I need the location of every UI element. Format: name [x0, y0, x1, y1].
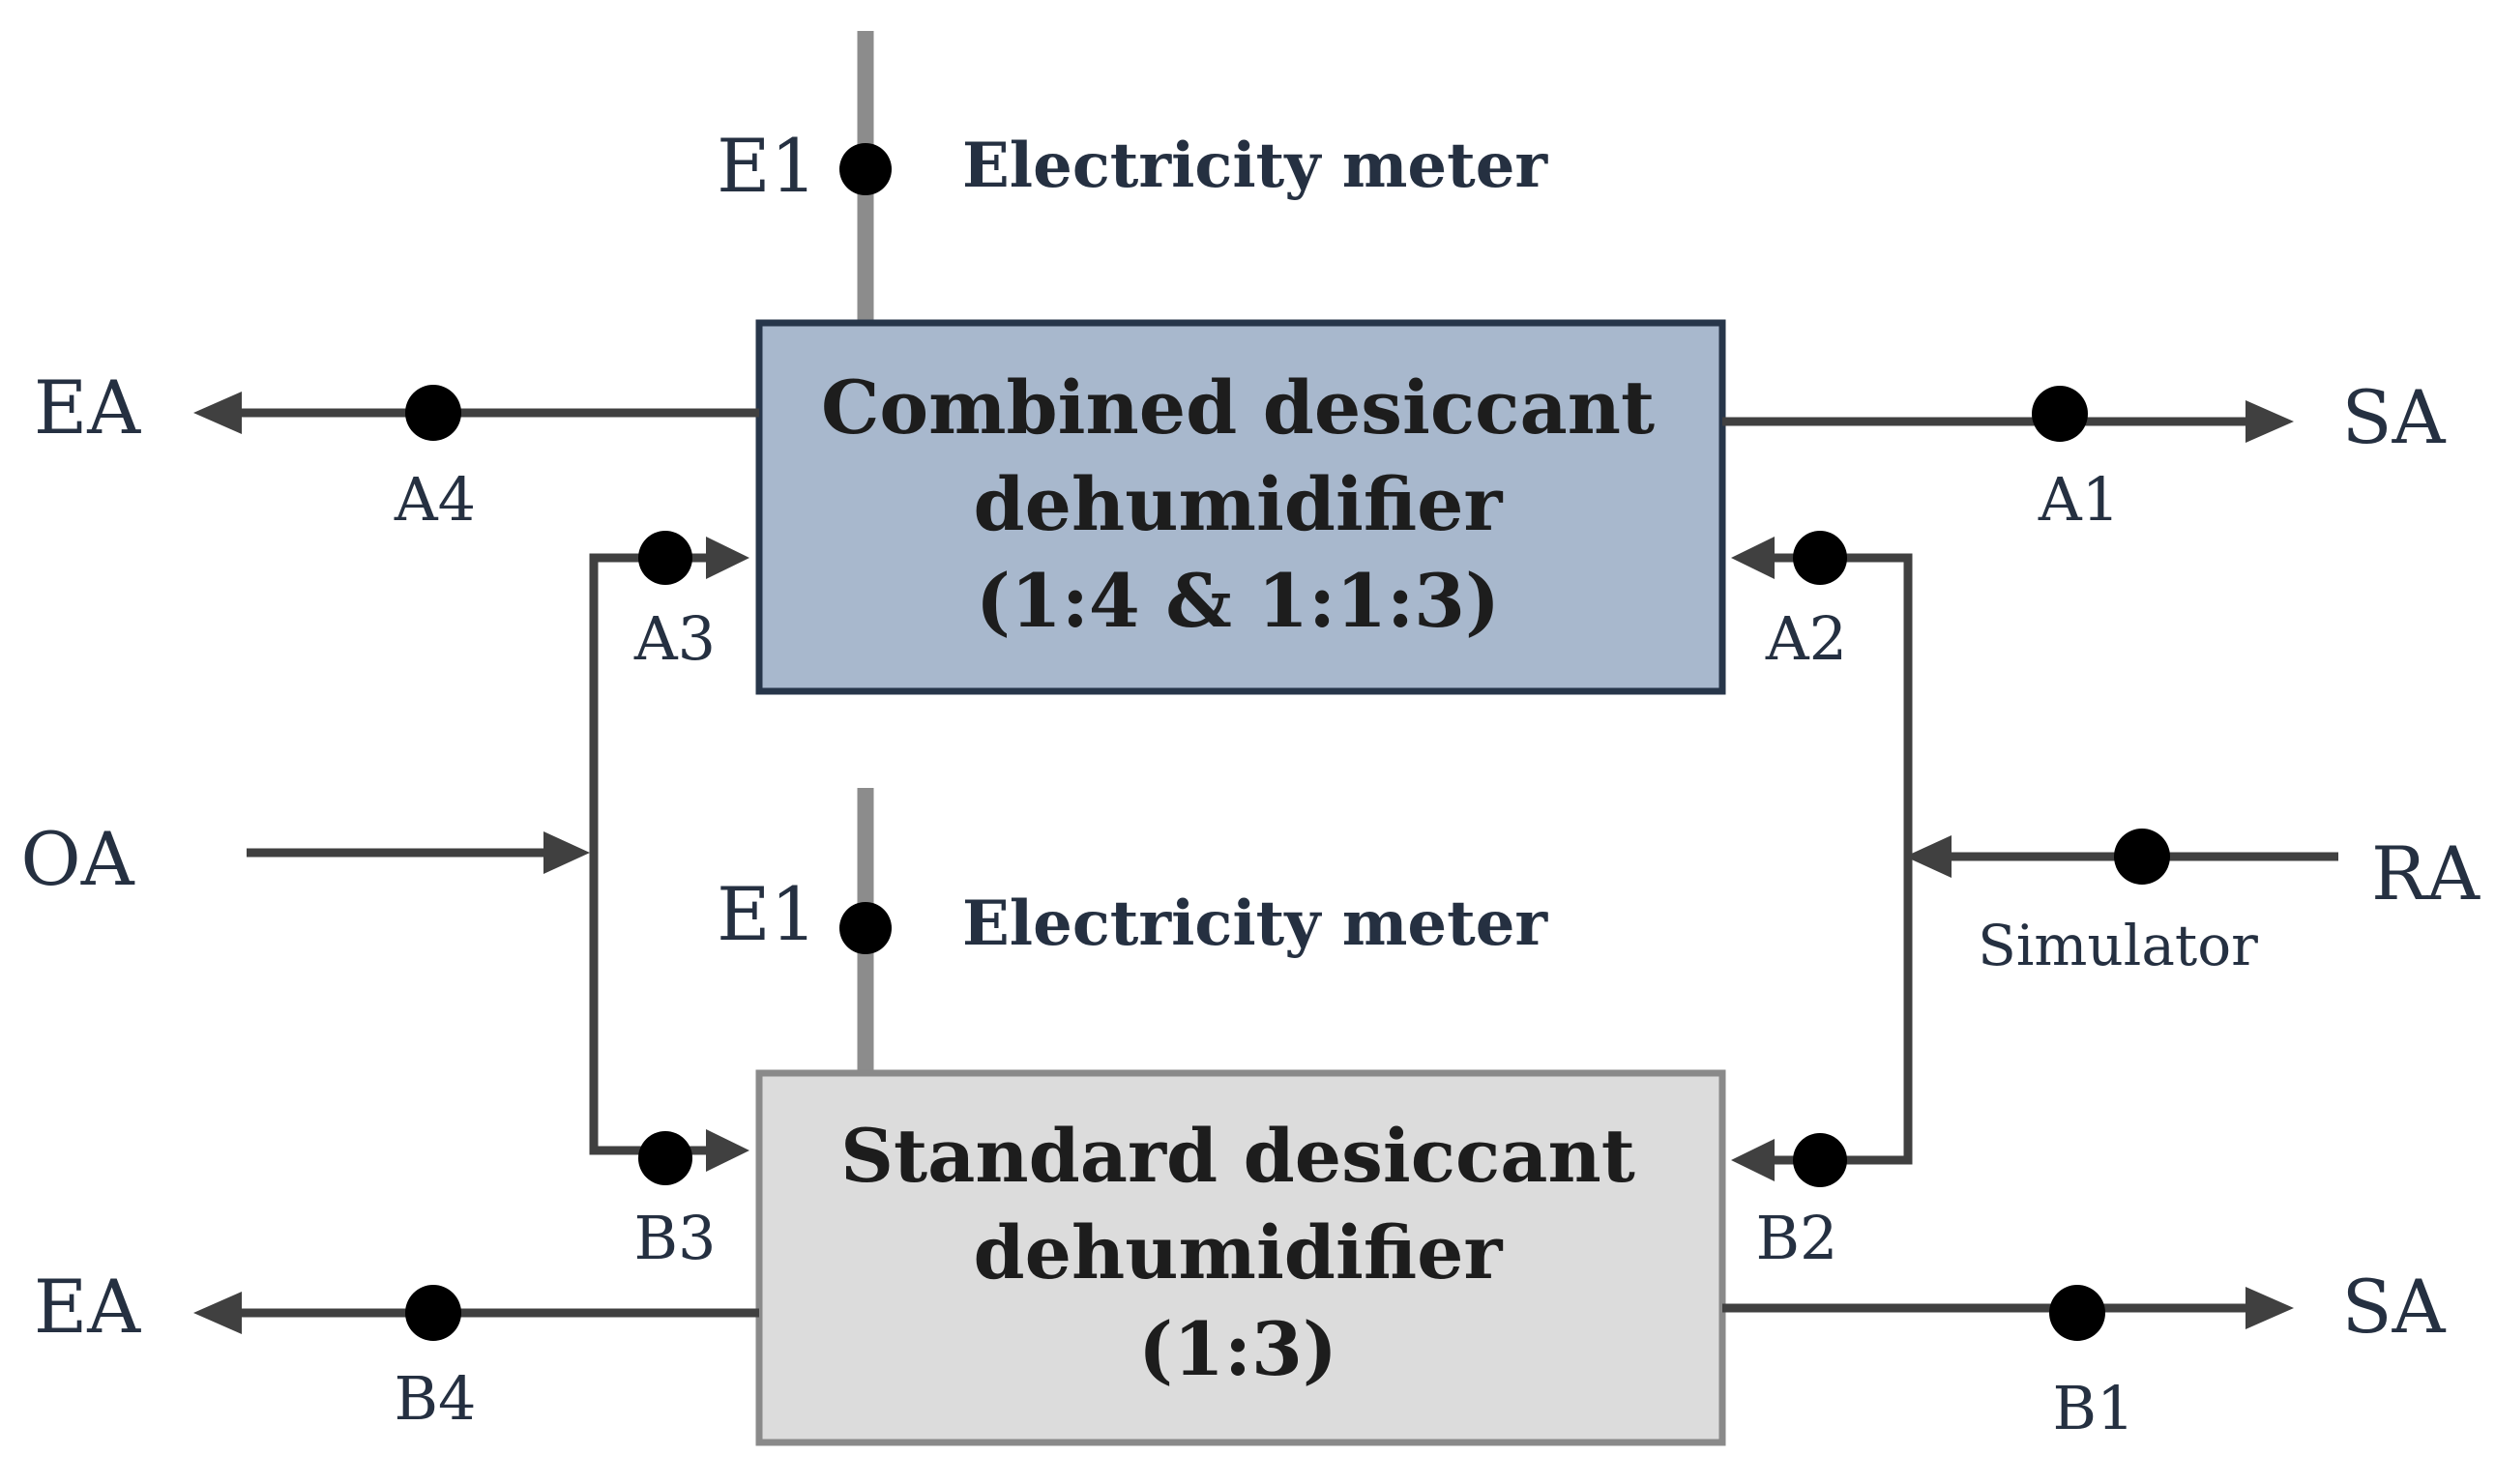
standard-title-line1: Standard desiccant: [840, 1113, 1635, 1199]
point-a4-dot: [405, 385, 461, 441]
a2-arrowhead: [1731, 537, 1775, 579]
standard-dehumidifier-box: [755, 1069, 1726, 1446]
simulator-label: Simulator: [1978, 913, 2258, 978]
combined-title-line3: (1:4 & 1:1:3): [976, 558, 1500, 644]
point-a2-label: A2: [1765, 603, 1847, 674]
stream-ra: RA: [2371, 830, 2480, 917]
point-b1-dot: [2049, 1285, 2105, 1341]
sa-top-arrowhead: [2246, 400, 2294, 443]
meter-top-label: Electricity meter: [962, 130, 1548, 202]
meter-bottom-point-label: E1: [717, 871, 817, 957]
point-a1-dot: [2032, 386, 2088, 442]
point-a2-dot: [1793, 531, 1847, 585]
a3-arrowhead: [706, 537, 749, 579]
standard-title-line3: (1:3): [1138, 1306, 1337, 1392]
point-b2-label: B2: [1755, 1203, 1837, 1273]
standard-title-line2: dehumidifier: [974, 1209, 1504, 1295]
combined-dehumidifier-box: [755, 319, 1726, 695]
stream-ea-bottom: EA: [34, 1264, 141, 1350]
ea-top-arrowhead: [193, 392, 242, 434]
point-a3-label: A3: [633, 603, 716, 674]
stream-sa-bottom: SA: [2342, 1264, 2447, 1350]
b3-arrowhead: [706, 1129, 749, 1172]
combined-title-line2: dehumidifier: [974, 461, 1504, 547]
point-b1-label: B1: [2052, 1373, 2134, 1443]
stream-oa: OA: [20, 816, 134, 902]
ea-bottom-arrowhead: [193, 1292, 242, 1334]
point-a4-label: A4: [394, 464, 476, 535]
ra-arrowhead: [1905, 835, 1952, 878]
point-b4-label: B4: [394, 1363, 476, 1434]
meter-top-point-label: E1: [717, 123, 817, 209]
point-b4-dot: [405, 1285, 461, 1341]
oa-arrowhead: [543, 831, 590, 874]
combined-title-line1: Combined desiccant: [821, 364, 1655, 451]
point-a1-label: A1: [2038, 464, 2120, 535]
simulator-dot: [2114, 829, 2170, 885]
b2-arrowhead: [1731, 1139, 1775, 1181]
stream-ea-top: EA: [34, 364, 141, 451]
meter-point-bottom: [839, 902, 892, 954]
point-a3-dot: [638, 531, 692, 585]
meter-bottom-label: Electricity meter: [962, 887, 1548, 960]
point-b3-dot: [638, 1131, 692, 1185]
sa-bottom-arrowhead: [2246, 1287, 2294, 1329]
stream-sa-top: SA: [2342, 374, 2447, 460]
point-b3-label: B3: [633, 1203, 716, 1273]
point-b2-dot: [1793, 1133, 1847, 1187]
meter-point-top: [839, 143, 892, 195]
